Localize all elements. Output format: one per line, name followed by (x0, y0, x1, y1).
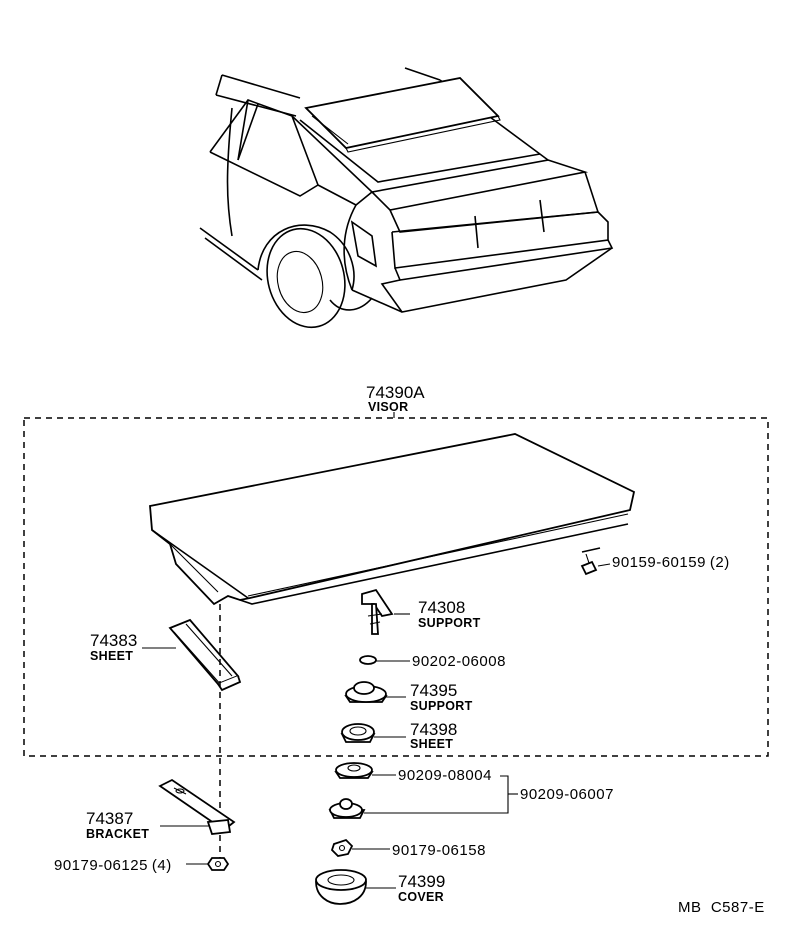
part-name-74308: SUPPORT (418, 616, 481, 630)
bracket-icon (158, 778, 236, 835)
diagram-code: MB C587-E (678, 899, 765, 916)
part-name-74399: COVER (398, 890, 444, 904)
part-name-74395: SUPPORT (410, 699, 473, 713)
part-number-90209-06007: 90209-06007 (520, 786, 614, 803)
part-number-74387: 74387 (86, 809, 133, 828)
part-qty-90179-06125: (4) (152, 857, 172, 874)
rubber-support-icon (344, 681, 388, 703)
part-number-90209-08004: 90209-08004 (398, 767, 492, 784)
part-number-90202: 90202-06008 (412, 653, 506, 670)
support-bracket-icon (361, 588, 394, 635)
visor-panel (149, 433, 636, 606)
washer-icon (359, 655, 377, 665)
part-number-74395: 74395 (410, 681, 457, 700)
car-rear-illustration (199, 67, 614, 329)
part-number-90179-06158: 90179-06158 (392, 842, 486, 859)
cover-cap-icon (315, 869, 367, 905)
small-nut-icon-2 (330, 838, 354, 857)
part-number-74399: 74399 (398, 872, 445, 891)
part-number-74308: 74308 (418, 598, 465, 617)
part-number-90159: 90159-60159 (612, 554, 706, 571)
visor-sheet-strip-icon (168, 618, 242, 692)
nut-icon-2 (328, 798, 366, 819)
part-qty-90159: (2) (710, 554, 730, 571)
rubber-sheet-icon (340, 723, 376, 743)
svg-text:90179-06125(4): 90179-06125(4) (54, 857, 172, 874)
small-nut-icon (206, 857, 230, 871)
part-name-74387: BRACKET (86, 827, 149, 841)
screw-icon (580, 547, 601, 576)
assembly-name: VISOR (368, 400, 408, 414)
svg-text:90159-60159(2): 90159-60159(2) (612, 554, 730, 571)
part-number-74383: 74383 (90, 631, 137, 650)
part-name-74383: SHEET (90, 649, 133, 663)
part-name-74398: SHEET (410, 737, 453, 751)
assembly-number: 74390A (366, 383, 425, 402)
assembly-boundary (23, 417, 769, 757)
part-number-74398: 74398 (410, 720, 457, 739)
part-number-90179-06125: 90179-06125 (54, 857, 148, 874)
nut-icon (334, 762, 374, 779)
